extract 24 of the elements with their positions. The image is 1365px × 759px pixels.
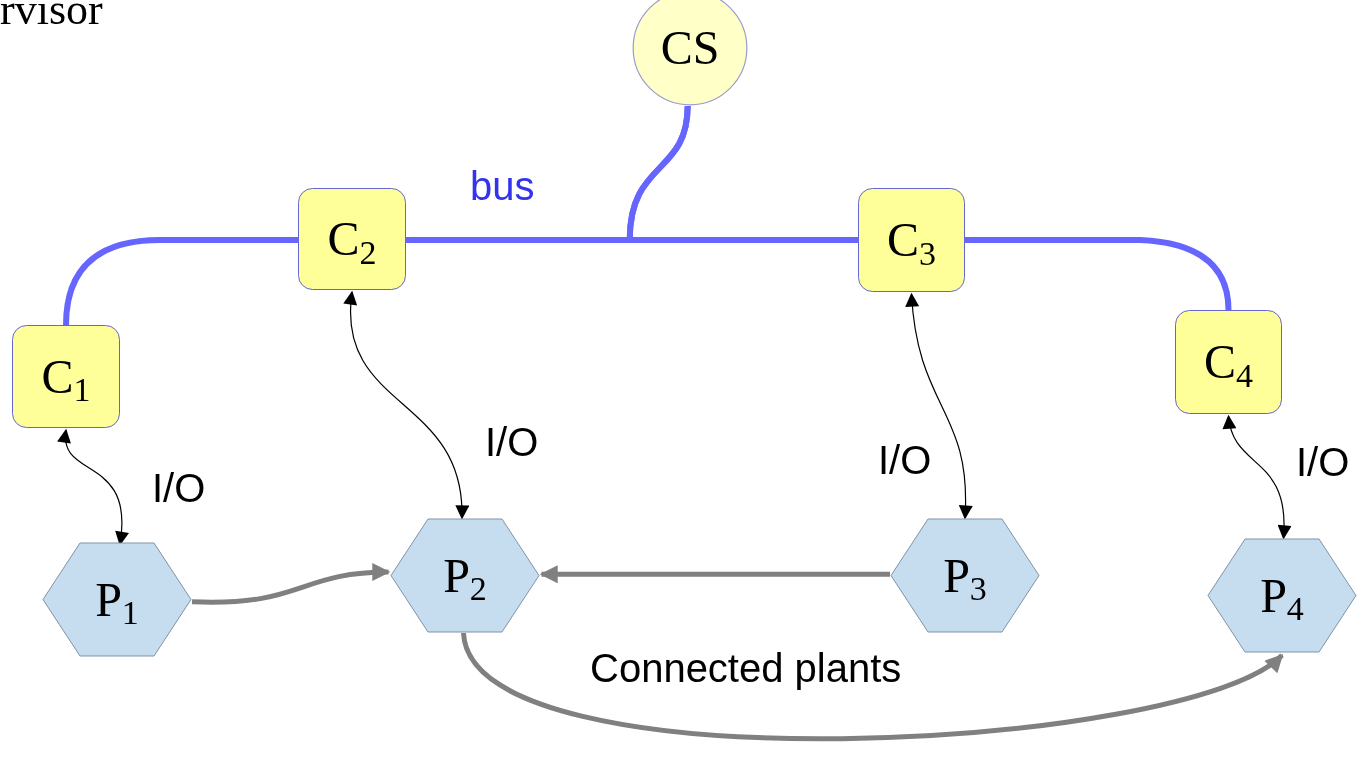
- io-label: I/O: [1296, 442, 1350, 482]
- io-label: I/O: [878, 440, 932, 480]
- arrow: [191, 563, 391, 605]
- bus-line: [965, 237, 1232, 311]
- arrow: [344, 290, 469, 520]
- controller-box: C$_{4}$: [1175, 310, 1282, 414]
- arrow: [539, 565, 890, 584]
- plant-hexagon: P$_{3}$: [890, 518, 1040, 633]
- plant-hexagon: P$_{2}$: [390, 518, 540, 633]
- io-label: I/O: [485, 422, 539, 462]
- io-label: I/O: [152, 468, 206, 508]
- heading-text: rvisor: [0, 0, 103, 32]
- plant-hexagon: P$_{1}$: [42, 542, 192, 657]
- arrow: [461, 631, 1284, 742]
- edge-label: bus: [470, 166, 535, 206]
- arrow: [905, 292, 973, 520]
- plant-hexagon: P$_{4}$: [1207, 538, 1357, 653]
- arrow: [1223, 414, 1291, 540]
- bus-line: [63, 237, 298, 326]
- controller-box: C$_{2}$: [298, 188, 406, 290]
- controller-box: C$_{1}$: [12, 325, 120, 428]
- controller-box: C$_{3}$: [858, 188, 965, 292]
- bus-line: [626, 105, 858, 243]
- edge-label: Connected plants: [590, 648, 902, 688]
